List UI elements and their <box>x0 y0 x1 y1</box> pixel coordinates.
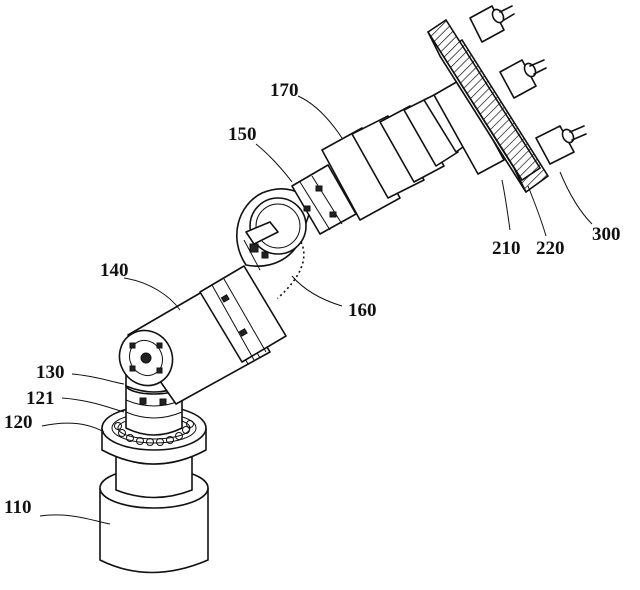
label-120: 120 <box>4 412 33 433</box>
leader-220 <box>527 185 547 237</box>
bolt-bottom <box>535 125 587 165</box>
reference-labels: 110 120 121 130 140 150 160 170 210 220 … <box>4 80 621 518</box>
label-150: 150 <box>228 124 257 145</box>
forearm-170 <box>321 79 505 221</box>
leader-lines <box>39 95 593 525</box>
leader-170 <box>297 95 343 139</box>
bearing-balls <box>114 420 194 446</box>
label-160: 160 <box>348 300 377 321</box>
label-300: 300 <box>592 224 621 245</box>
bolt-middle <box>499 59 547 99</box>
leader-300 <box>559 171 593 225</box>
leader-140 <box>123 277 181 311</box>
leader-121 <box>61 397 125 413</box>
label-170: 170 <box>270 80 299 101</box>
leader-120 <box>41 422 105 433</box>
cable-160 <box>277 239 306 299</box>
label-210: 210 <box>492 238 521 259</box>
label-121: 121 <box>26 388 55 409</box>
leader-150 <box>255 143 293 183</box>
label-110: 110 <box>4 497 31 518</box>
leader-160 <box>291 275 343 307</box>
flange-plates-210-220 <box>426 18 550 194</box>
leader-130 <box>71 373 125 385</box>
label-140: 140 <box>100 260 129 281</box>
leader-110 <box>39 514 111 525</box>
bolt-top <box>469 5 515 43</box>
label-220: 220 <box>536 238 565 259</box>
leader-210 <box>501 179 511 231</box>
bolts-300 <box>469 5 587 165</box>
elbow-joint-150 <box>236 164 357 271</box>
upper-arm-140 <box>118 265 287 405</box>
label-130: 130 <box>36 362 65 383</box>
